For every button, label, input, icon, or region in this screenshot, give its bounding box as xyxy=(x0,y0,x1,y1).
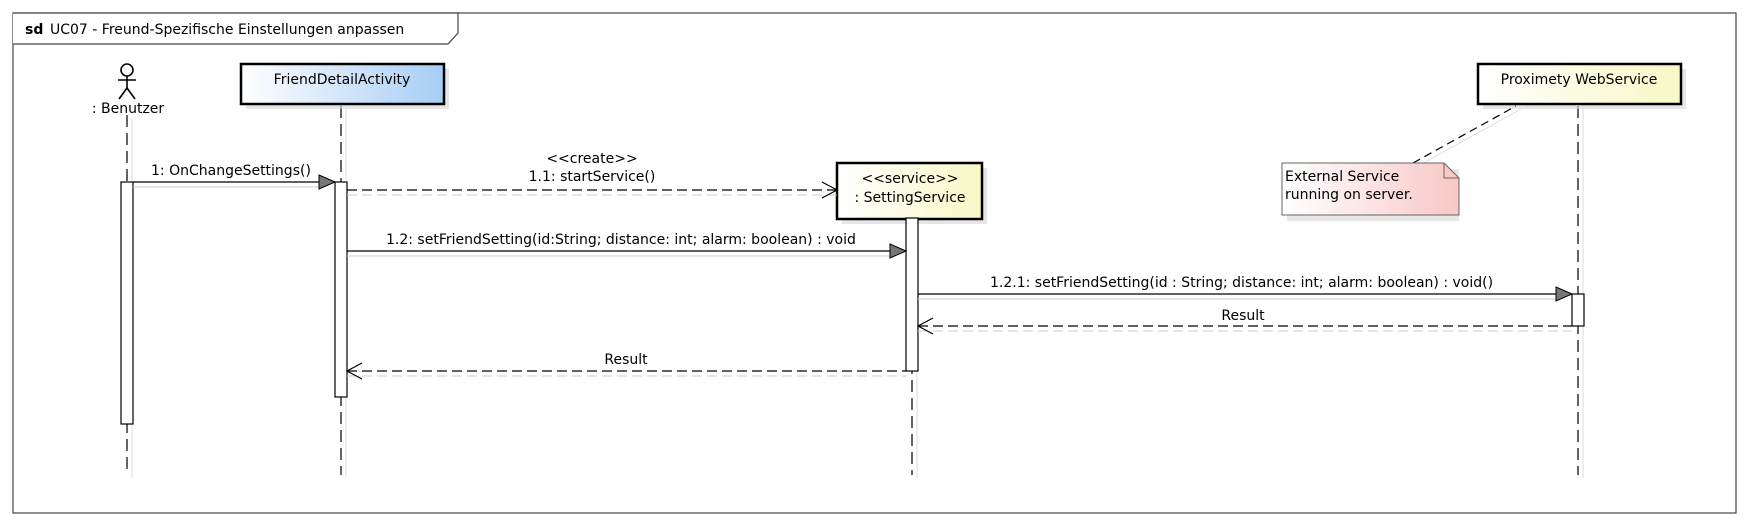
message-1-2-set-friend-setting: 1.2: setFriendSetting(id:String; distanc… xyxy=(347,232,908,259)
activation-setting-service xyxy=(905,217,919,372)
message-1-2-1-label: 1.2.1: setFriendSetting(id : String; dis… xyxy=(990,275,1493,291)
sequence-frame: sd UC07 - Freund-Spezifische Einstellung… xyxy=(12,12,1737,514)
proximety-webservice-label: Proximety WebService xyxy=(1501,72,1658,88)
frame-title-tab xyxy=(13,12,459,45)
actor-stick-figure-icon xyxy=(118,63,136,100)
friend-detail-activity-label: FriendDetailActivity xyxy=(274,72,411,88)
setting-service-stereotype: <<service>> xyxy=(861,171,958,187)
actor-label: : Benutzer xyxy=(92,101,165,117)
message-1-1-start-service: <<create>> 1.1: startService() xyxy=(347,151,839,199)
lifeline-head-proximety-webservice: Proximety WebService xyxy=(1476,62,1686,109)
message-1-1-stereotype: <<create>> xyxy=(546,151,637,167)
activation-proximety-webservice xyxy=(1571,293,1585,327)
frame-title: UC07 - Freund-Spezifische Einstellungen … xyxy=(50,22,404,38)
message-1-1-label: 1.1: startService() xyxy=(529,169,656,185)
message-1-on-change-settings: 1: OnChangeSettings() xyxy=(133,163,337,190)
return-1-2-result: Result xyxy=(345,352,906,380)
message-1-label: 1: OnChangeSettings() xyxy=(151,163,311,179)
activation-benutzer xyxy=(120,181,134,425)
message-1-2-label: 1.2: setFriendSetting(id:String; distanc… xyxy=(386,232,856,248)
frame-keyword: sd xyxy=(25,22,43,38)
lifeline-head-friend-detail-activity: FriendDetailActivity xyxy=(239,62,449,109)
activation-bars xyxy=(120,181,1585,425)
activation-friend-detail-activity xyxy=(334,181,348,398)
actor-benutzer: : Benutzer xyxy=(92,63,165,117)
return-1-2-1-result: Result xyxy=(916,308,1572,335)
message-1-2-1-set-friend-setting: 1.2.1: setFriendSetting(id : String; dis… xyxy=(918,275,1574,302)
note-line-2: running on server. xyxy=(1285,187,1413,203)
lifeline-head-setting-service: <<service>> : SettingService xyxy=(835,161,987,224)
return-1-2-label: Result xyxy=(604,352,648,368)
return-1-2-1-label: Result xyxy=(1221,308,1265,324)
note-anchor-line xyxy=(1412,105,1517,164)
setting-service-label: : SettingService xyxy=(854,190,965,206)
note-external-service: External Service running on server. xyxy=(1281,105,1522,221)
note-line-1: External Service xyxy=(1285,169,1399,185)
